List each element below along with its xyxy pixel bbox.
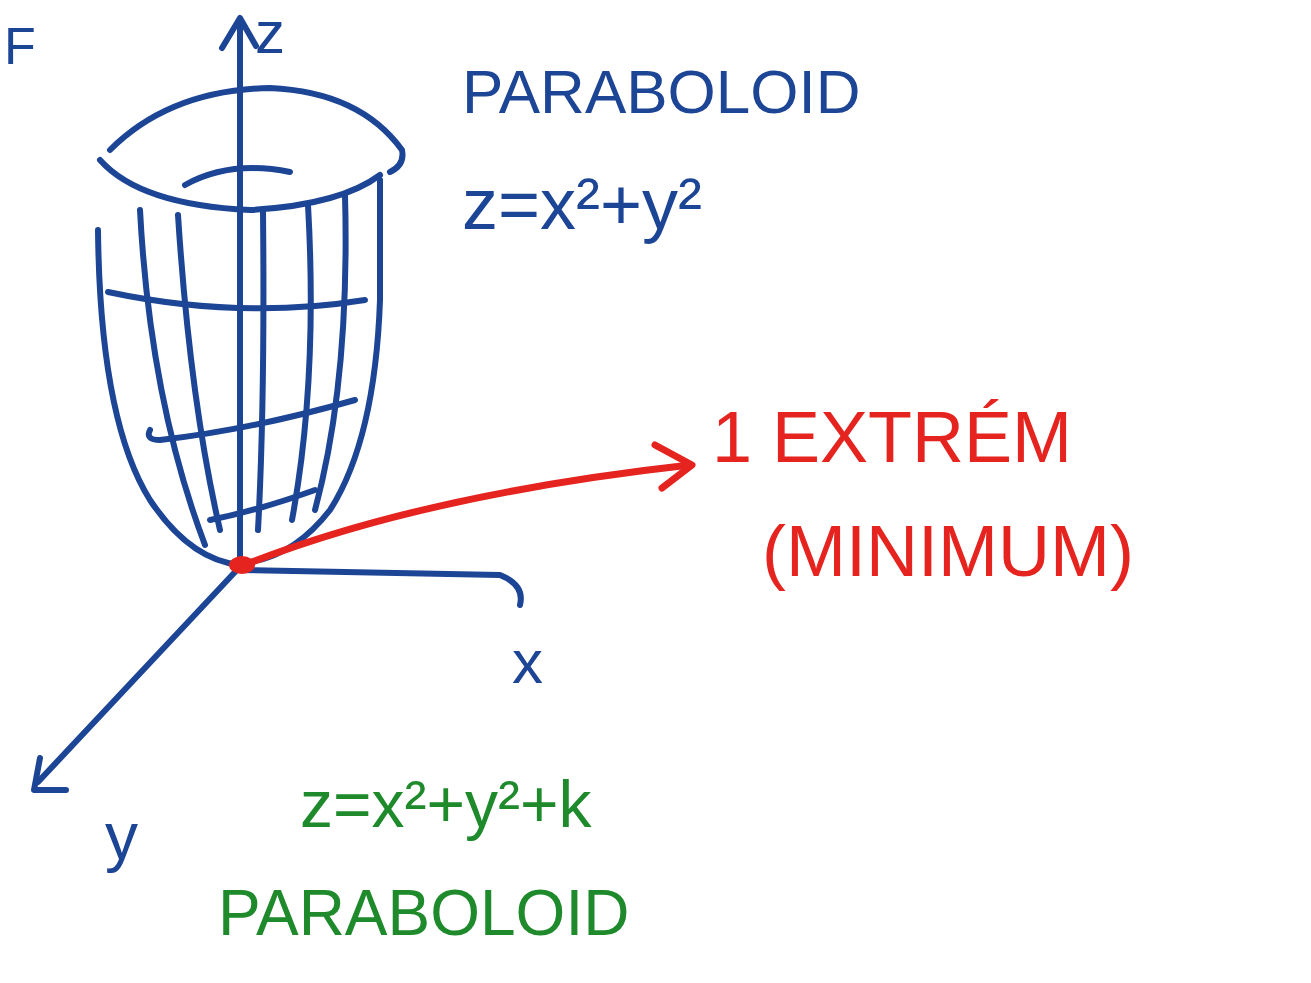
paraboloid-grid — [258, 212, 263, 530]
equation: z=x²+y²+k — [300, 768, 592, 841]
paraboloid-grid — [315, 195, 346, 510]
axis-label: y — [105, 800, 138, 873]
paraboloid-rim — [100, 160, 380, 210]
callout-arrowhead — [655, 445, 692, 488]
axis-label: x — [512, 628, 543, 696]
minimum-point — [229, 556, 255, 574]
y-axis — [38, 572, 235, 782]
z-arrowhead — [222, 18, 256, 48]
paraboloid-grid — [292, 205, 311, 520]
x-axis — [240, 570, 521, 605]
paraboloid-rim — [185, 168, 290, 185]
y-arrowhead — [34, 758, 66, 790]
figure-letter: F — [4, 18, 36, 75]
extremum-type: (MINIMUM) — [762, 512, 1134, 591]
surface-name: PARABOLOID — [462, 58, 861, 126]
paraboloid-grid — [108, 292, 365, 308]
axis-label: z — [255, 0, 285, 66]
paraboloid-grid — [210, 490, 315, 520]
z-axis — [237, 22, 243, 568]
extremum-label: 1 EXTRÉM — [712, 398, 1072, 477]
paraboloid-rim — [110, 88, 403, 172]
equation: z=x²+y² — [462, 165, 702, 244]
callout-arrow — [242, 465, 690, 566]
paraboloid-grid — [178, 215, 220, 530]
surface-name: PARABOLOID — [218, 878, 629, 948]
paraboloid-grid — [149, 400, 355, 440]
